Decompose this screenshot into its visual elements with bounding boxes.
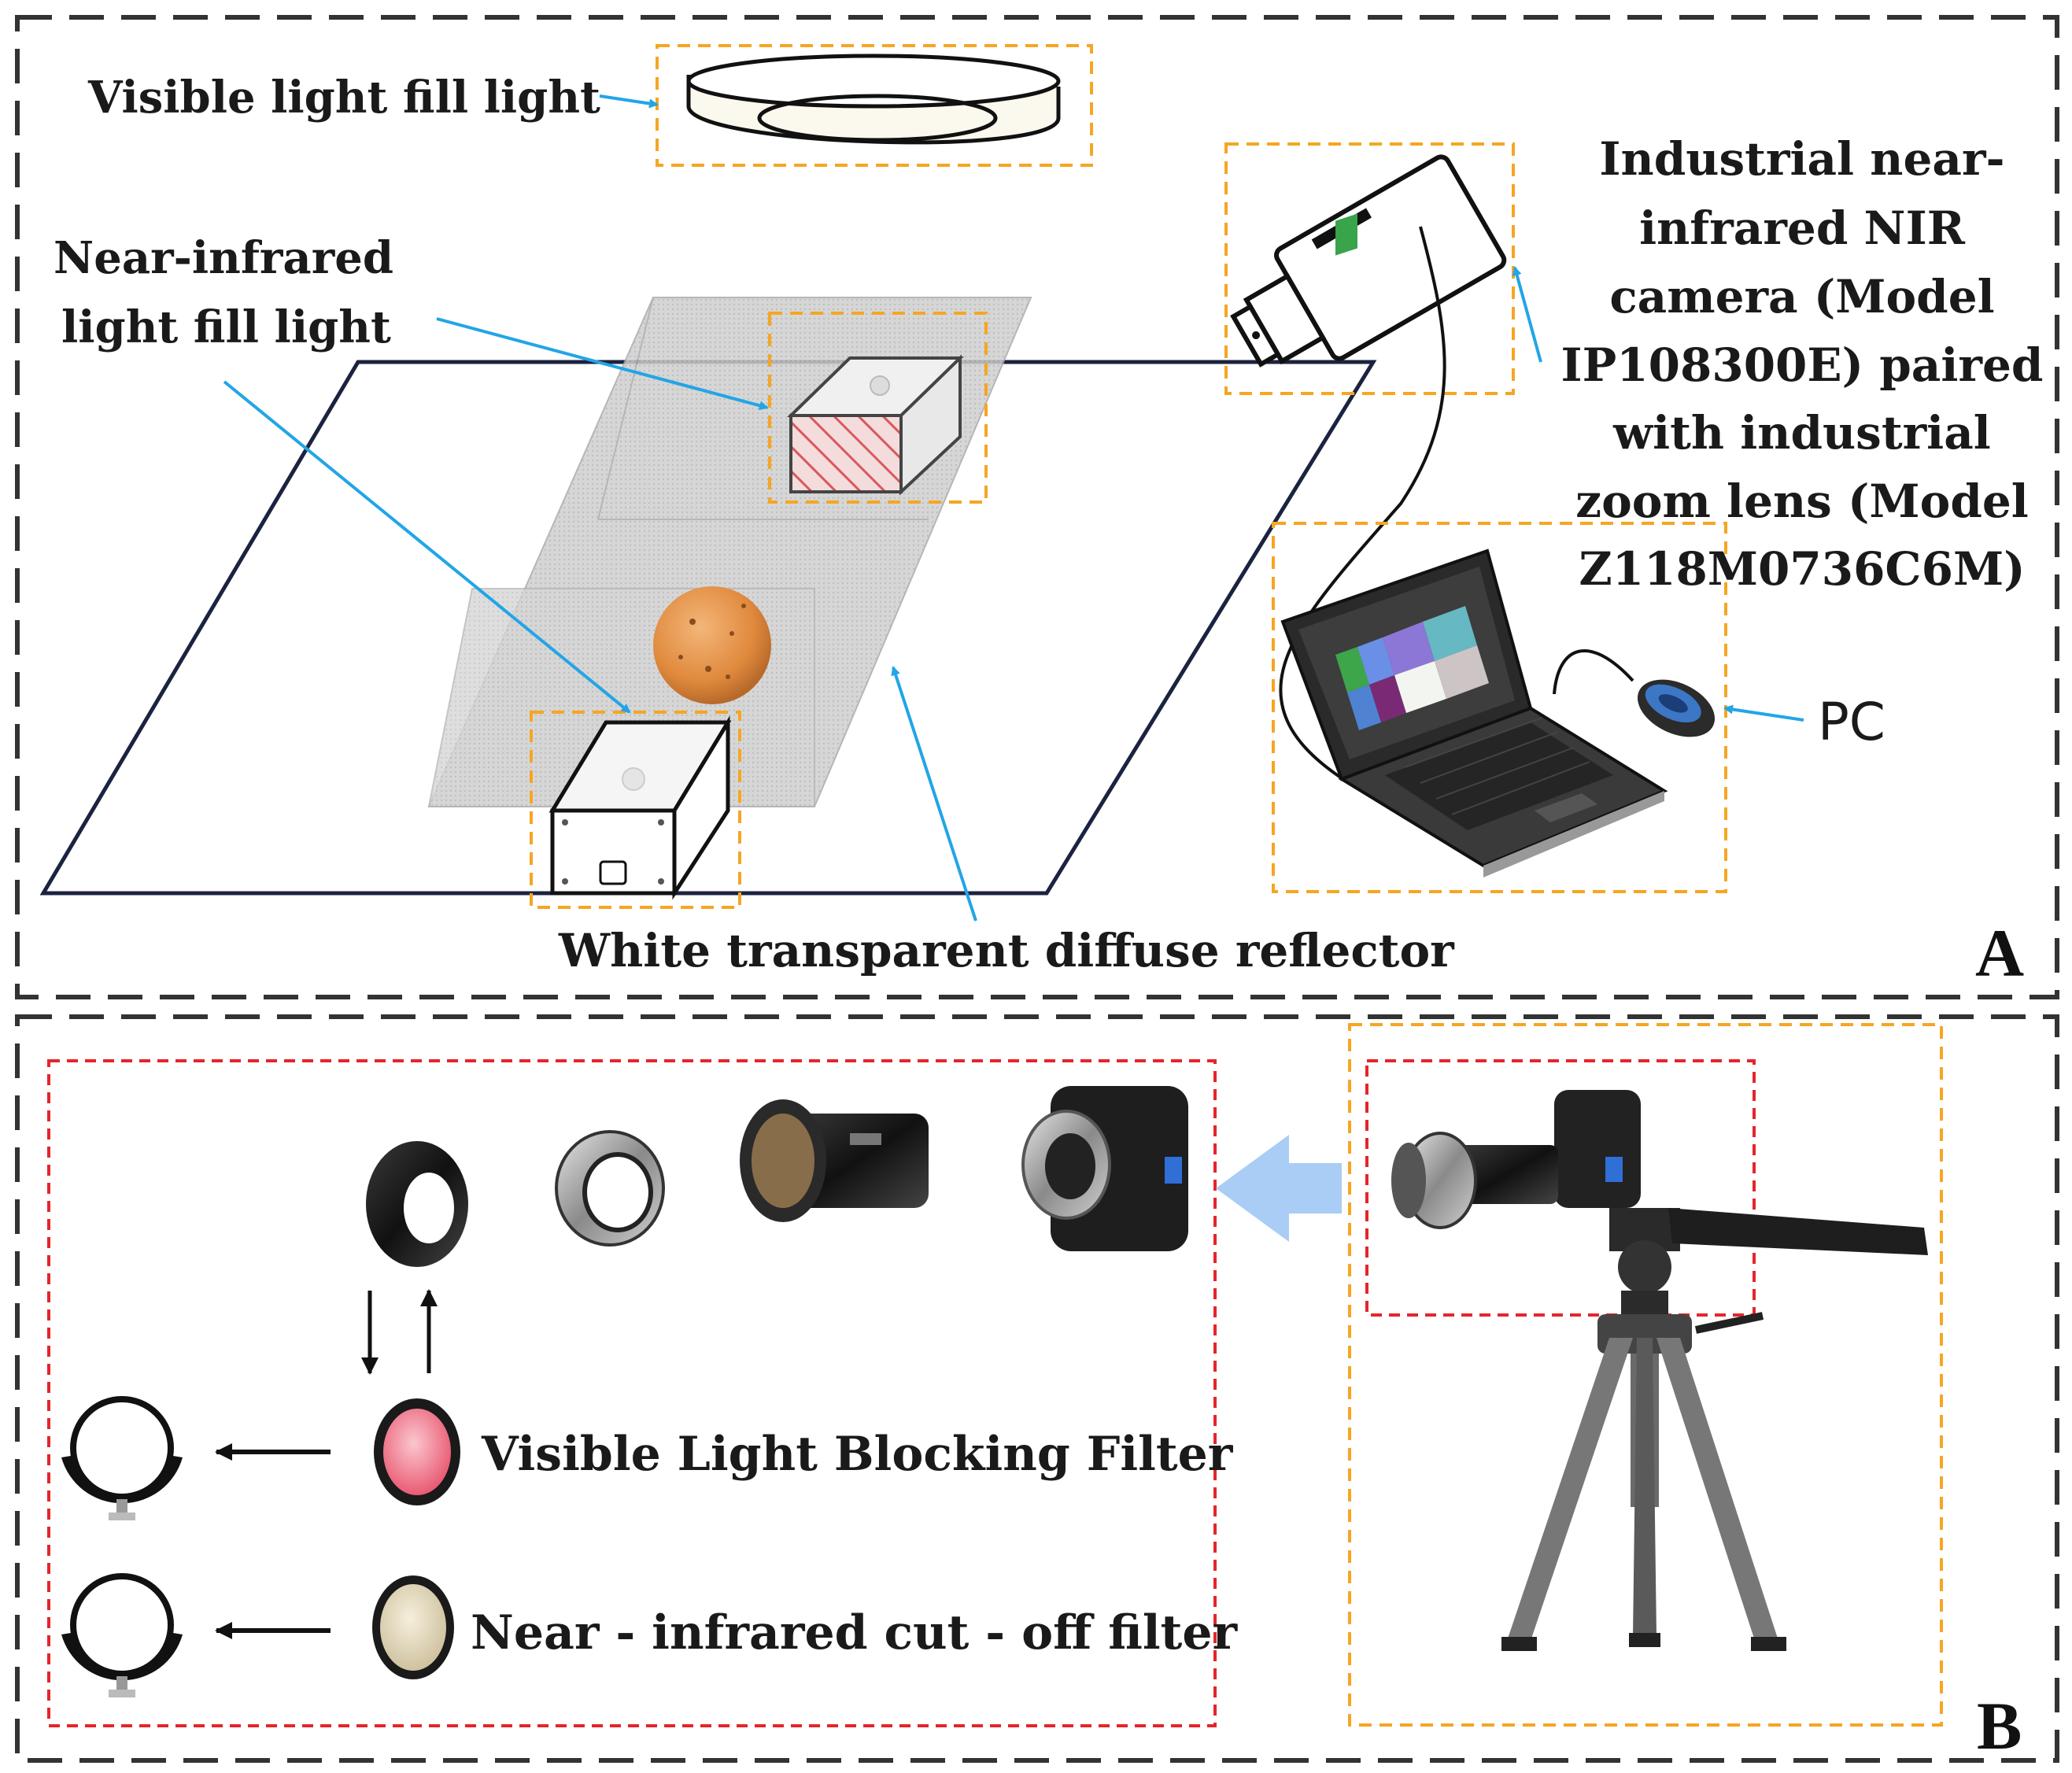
nir-top-leader	[436, 317, 769, 411]
mounted-camera-box	[1365, 1059, 1756, 1317]
mouse-icon	[1637, 679, 1716, 737]
nir-fill-light-top-box	[768, 312, 988, 504]
filter-icon	[374, 1398, 460, 1505]
camera-cable	[1279, 226, 1446, 796]
lens-part-icon	[555, 1130, 665, 1247]
pc-leader	[1723, 704, 1804, 722]
lens-part-icon	[366, 1141, 468, 1267]
camera-label-line-6: zoom lens (Model	[1575, 475, 2029, 528]
camera-label-line-1: Industrial near-	[1599, 132, 2004, 186]
vis-block-filter-label: Visible Light Blocking Filter	[481, 1427, 1234, 1482]
nir-light-icon	[548, 715, 732, 900]
camera-label-line-2: infrared NIR	[1639, 201, 1966, 255]
pc-label: PC	[1818, 692, 1885, 752]
reflector-label: White transparent diffuse reflector	[558, 924, 1455, 977]
lens-part-icon	[740, 1099, 929, 1222]
camera-icon	[1230, 154, 1507, 368]
filter-icon	[372, 1575, 454, 1679]
reflector-leader	[891, 666, 977, 922]
camera-label-line-5: with industrial	[1612, 406, 1991, 460]
camera-label-line-7: Z118M0736C6M)	[1579, 542, 2025, 596]
nir-fill-light-bottom-box	[530, 711, 741, 909]
platform	[39, 360, 1377, 896]
ring-light-icon	[686, 54, 1061, 145]
mouse-cable	[1553, 648, 1634, 695]
camera-icon	[1021, 1086, 1188, 1251]
panel-b-frame	[15, 1014, 2059, 1763]
camera-label-line-3: camera (Model	[1609, 270, 1994, 323]
camera-label-line-4: IP108300E) paired	[1561, 338, 2044, 392]
visible-fill-leader	[599, 94, 659, 109]
fruit-sample	[653, 586, 771, 704]
nir-cut-filter-label: Near - infrared cut - off filter	[471, 1605, 1239, 1660]
fat-arrow	[1216, 1135, 1342, 1242]
panel-a-letter: A	[1975, 915, 2024, 991]
tripod-box	[1348, 1023, 1943, 1727]
panel-b-letter: B	[1977, 1688, 2022, 1764]
tripod-icon	[1391, 1090, 1928, 1651]
nir-fill-light-label-2: light fill light	[61, 301, 391, 353]
camera-leader	[1512, 266, 1542, 363]
nir-light-icon	[787, 354, 964, 496]
filter-holder-icon	[61, 1573, 183, 1697]
nir-bottom-leader	[223, 380, 631, 714]
laptop-icon	[1280, 213, 1668, 877]
filter-holder-icon	[61, 1396, 183, 1520]
panel-a-frame	[15, 15, 2059, 999]
components-box	[47, 1059, 1217, 1727]
nir-fill-light-label-1: Near-infrared	[54, 232, 393, 284]
visible-fill-light-label: Visible light fill light	[87, 72, 600, 124]
